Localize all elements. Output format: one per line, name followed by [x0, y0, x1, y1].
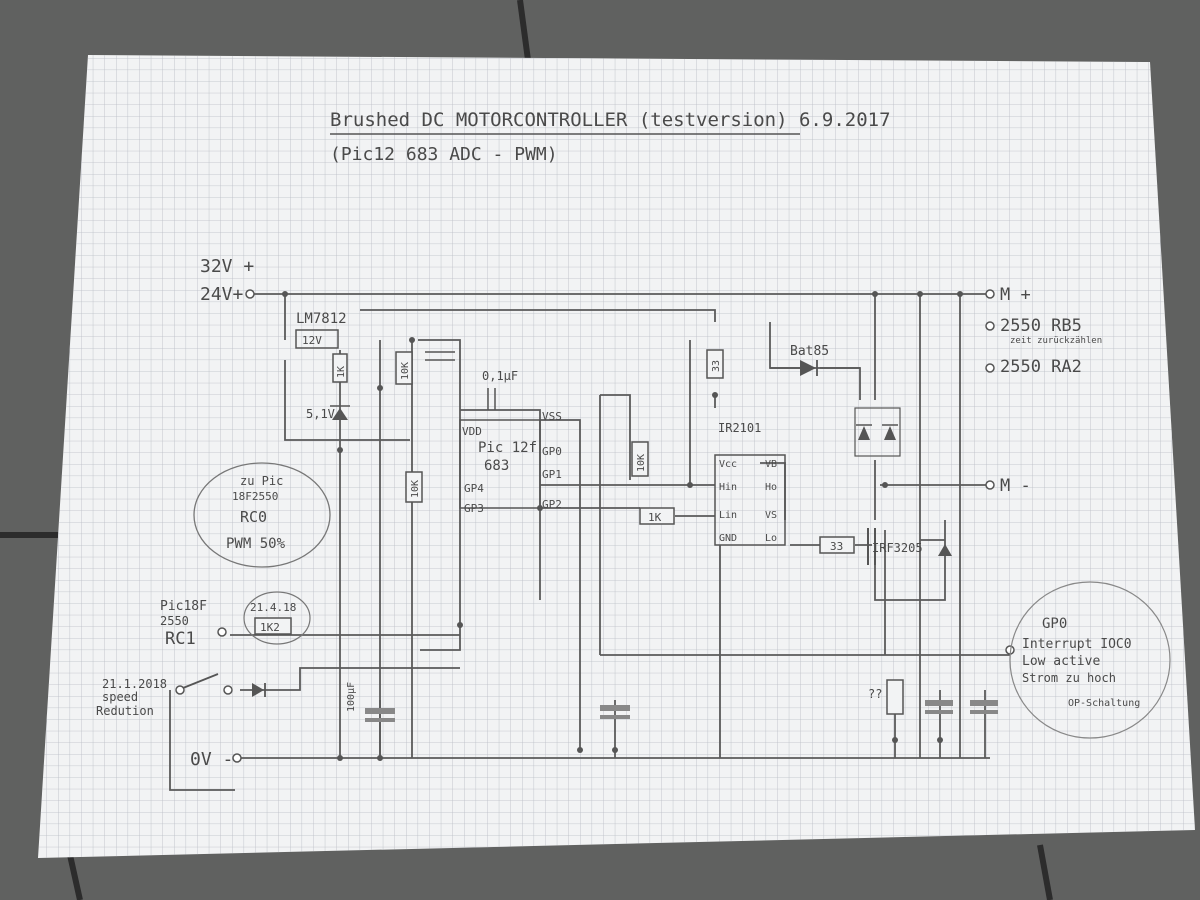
pavement-joint [67, 854, 83, 900]
svg-text:Strom zu hoch: Strom zu hoch [1022, 671, 1116, 685]
svg-text:1K: 1K [648, 511, 662, 524]
label-24v: 24V+ [200, 284, 244, 305]
svg-text:Vcc: Vcc [719, 459, 737, 470]
pic-label-2: 683 [484, 458, 509, 474]
svg-text:VB: VB [765, 459, 777, 470]
svg-text:1K: 1K [336, 366, 347, 378]
output-labels: M + 2550 RB5 zeit zurückzählen 2550 RA2 … [1000, 285, 1102, 496]
svg-text:Interrupt IOC0: Interrupt IOC0 [1022, 637, 1132, 652]
capacitor-0-1uf: 0,1µF [482, 369, 518, 410]
gate-resistor-33: 33 [819, 536, 855, 554]
svg-text:1K2: 1K2 [260, 621, 280, 634]
svg-text:18F2550: 18F2550 [232, 490, 278, 503]
svg-text:RC0: RC0 [240, 508, 267, 526]
svg-text:Hin: Hin [719, 482, 737, 493]
label-32v: 32V + [200, 256, 254, 277]
zener-diode: 5,1V [306, 405, 350, 421]
resistor-10k-b: 10K [631, 441, 649, 477]
speed-switch [182, 673, 266, 697]
svg-text:??: ?? [868, 687, 882, 701]
capacitor-elko-right [925, 700, 998, 714]
label-m-minus: M - [1000, 476, 1031, 496]
resistor-10k-a: 10K [405, 471, 423, 503]
svg-text:10K: 10K [410, 480, 421, 498]
svg-text:Low active: Low active [1022, 654, 1100, 669]
svg-text:Redution: Redution [96, 704, 154, 718]
rc1-notes: Pic18F 2550 RC1 21.4.18 [160, 591, 311, 649]
svg-text:5,1V: 5,1V [306, 407, 335, 421]
svg-text:GP2: GP2 [542, 498, 562, 511]
interrupt-note: GP0 Interrupt IOC0 Low active Strom zu h… [1009, 581, 1171, 739]
svg-text:2550: 2550 [160, 614, 189, 628]
capacitor-elko-mid [600, 705, 630, 719]
pwm-note: zu Pic 18F2550 RC0 PWM 50% [193, 462, 331, 568]
svg-text:RC1: RC1 [165, 629, 196, 649]
label-0v: 0V - [190, 749, 233, 770]
resistor-33-vertical: 33 [706, 349, 724, 379]
resistor-unknown: ?? [868, 679, 904, 715]
resistor-1k-horizontal: 1K [639, 507, 675, 525]
capacitor-top [425, 351, 455, 361]
pot-10k: 10K [395, 351, 413, 385]
svg-text:Ho: Ho [765, 482, 777, 493]
label-m-plus: M + [1000, 285, 1031, 305]
driver-label: IR2101 [718, 421, 761, 435]
title-line-1: Brushed DC MOTORCONTROLLER (testversion)… [330, 109, 891, 131]
svg-text:VS: VS [765, 510, 777, 521]
svg-text:Bat85: Bat85 [790, 344, 829, 359]
svg-text:speed: speed [102, 690, 138, 704]
resistor-1k-vertical: 1K [332, 353, 348, 383]
title-line-2: (Pic12 683 ADC - PWM) [330, 144, 558, 165]
regulator-lm7812: LM7812 12V [295, 311, 347, 349]
svg-text:VSS: VSS [542, 410, 562, 423]
svg-text:GP3: GP3 [464, 502, 484, 515]
svg-text:33: 33 [711, 360, 722, 372]
pavement-joint [1037, 844, 1053, 900]
svg-text:GP4: GP4 [464, 482, 484, 495]
svg-text:21.4.18: 21.4.18 [250, 601, 296, 614]
pic12f683: VDD VSS Pic 12f 683 GP0 GP1 GP2 GP4 GP3 [459, 410, 562, 515]
svg-text:GP0: GP0 [542, 445, 562, 458]
capacitor-100uf: 100µF [346, 682, 395, 722]
svg-text:33: 33 [830, 540, 843, 553]
svg-text:OP-Schaltung: OP-Schaltung [1068, 698, 1140, 709]
svg-text:VDD: VDD [462, 425, 482, 438]
svg-text:100µF: 100µF [346, 682, 357, 712]
label-rb5-note: zeit zurückzählen [1010, 336, 1102, 346]
svg-text:zu Pic: zu Pic [240, 474, 283, 488]
svg-text:Lo: Lo [765, 533, 777, 544]
bat85-diode: Bat85 [790, 344, 829, 376]
regulator-output: 12V [302, 334, 322, 347]
freewheel-diodes [854, 407, 901, 457]
svg-text:Pic18F: Pic18F [160, 599, 207, 614]
svg-text:GND: GND [719, 533, 737, 544]
label-rb5: 2550 RB5 [1000, 316, 1082, 336]
svg-text:0,1µF: 0,1µF [482, 369, 518, 383]
svg-text:GP1: GP1 [542, 468, 562, 481]
svg-text:PWM 50%: PWM 50% [226, 536, 286, 552]
diagram-title: Brushed DC MOTORCONTROLLER (testversion)… [330, 109, 891, 165]
svg-text:10K: 10K [636, 454, 647, 472]
svg-text:Lin: Lin [719, 510, 737, 521]
svg-text:GP0: GP0 [1042, 616, 1067, 632]
pic-label: Pic 12f [478, 440, 537, 456]
svg-text:10K: 10K [400, 362, 411, 380]
paper-sheet [38, 55, 1195, 858]
svg-text:21.1.2018: 21.1.2018 [102, 677, 167, 691]
resistor-1k2: 1K2 [254, 617, 292, 635]
speed-note: 21.1.2018 speed Redution [96, 677, 167, 718]
terminals [175, 289, 1015, 763]
mosfet-irf3205: IRF3205 [867, 528, 952, 565]
junctions [282, 291, 963, 761]
supply-labels: 32V + 24V+ 0V - [190, 256, 254, 770]
label-ra2: 2550 RA2 [1000, 357, 1082, 377]
ir2101-driver: IR2101 Vcc VB Hin Ho Lin VS GND Lo [714, 421, 786, 546]
pavement-joint [517, 0, 531, 61]
svg-text:IRF3205: IRF3205 [872, 541, 923, 555]
regulator-label: LM7812 [296, 311, 347, 327]
